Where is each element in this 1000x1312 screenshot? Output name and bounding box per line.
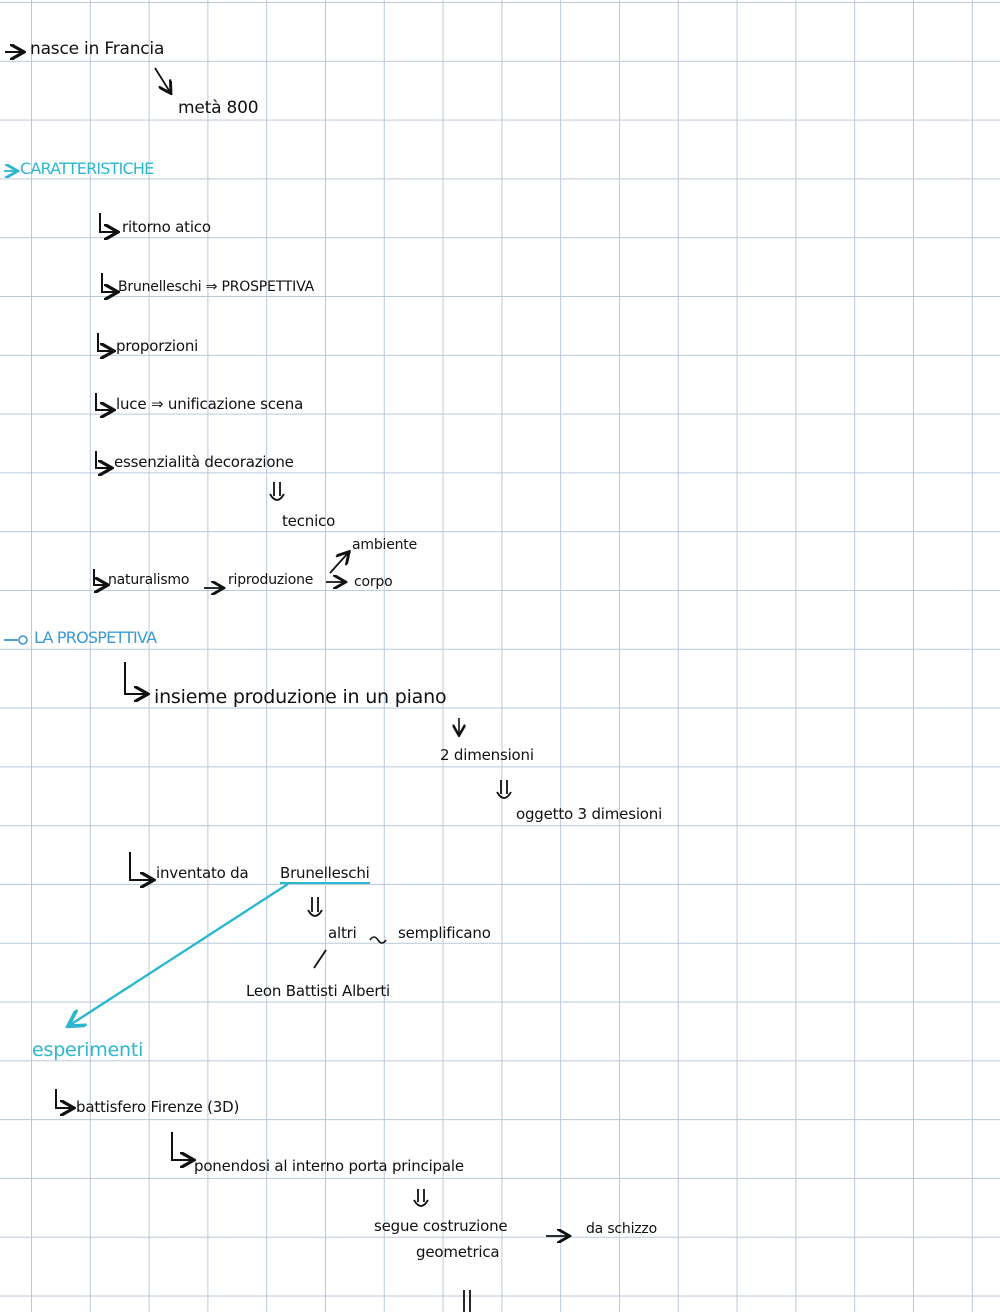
note-altri: altri bbox=[328, 924, 357, 942]
note-brunelleschi-underlined: Brunelleschi bbox=[280, 864, 370, 884]
note-segue-costruzione: segue costruzione bbox=[374, 1217, 508, 1235]
right-arrow-icon bbox=[204, 553, 568, 1236]
note-brunelleschi-prospettiva: Brunelleschi ⇒ PROSPETTIVA bbox=[118, 280, 314, 294]
note-proporzioni: proporzioni bbox=[116, 337, 199, 355]
note-luce-unificazione: luce ⇒ unificazione scena bbox=[116, 397, 303, 412]
note-insieme: insieme produzione in un piano bbox=[154, 686, 447, 708]
heading-caratteristiche: CARATTERISTICHE bbox=[20, 159, 154, 178]
note-essenzialita: essenzialità decorazione bbox=[114, 453, 294, 471]
double-down-arrow-icon bbox=[269, 482, 512, 1312]
heading-la-prospettiva: LA PROSPETTIVA bbox=[34, 628, 157, 647]
implies-arrow-icon: ⇒ bbox=[205, 279, 218, 295]
note-prospettiva-caps: PROSPETTIVA bbox=[221, 279, 315, 295]
note-da-schizzo: da schizzo bbox=[586, 1221, 657, 1237]
note-ritorno: ritorno atico bbox=[122, 218, 211, 236]
note-meta-800: metà 800 bbox=[178, 98, 259, 118]
diagonal-arrow-icon bbox=[154, 67, 170, 92]
note-naturalismo: naturalismo bbox=[108, 572, 190, 588]
note-riproduzione: riproduzione bbox=[228, 572, 314, 588]
note-semplificano: semplificano bbox=[398, 924, 491, 942]
note-luce: luce bbox=[116, 395, 147, 413]
cyan-long-arrow-icon bbox=[70, 882, 289, 1025]
note-geometrica: geometrica bbox=[416, 1243, 500, 1261]
note-brunelleschi: Brunelleschi bbox=[118, 279, 202, 295]
note-ponendosi: ponendosi al interno porta principale bbox=[194, 1157, 464, 1175]
note-corpo: corpo bbox=[354, 574, 393, 590]
note-leon-battisti-alberti: Leon Battisti Alberti bbox=[246, 982, 391, 1000]
note-ambiente: ambiente bbox=[352, 537, 417, 553]
heading-arrow-icon bbox=[4, 635, 28, 645]
note-inventato-da: inventato da bbox=[156, 864, 249, 882]
note-battistero: battisfero Firenze (3D) bbox=[76, 1098, 240, 1116]
note-unificazione: unificazione scena bbox=[167, 395, 304, 413]
note-nasce: nasce in Francia bbox=[30, 39, 165, 59]
note-tecnico: tecnico bbox=[282, 512, 336, 530]
note-oggetto: oggetto 3 dimesioni bbox=[516, 805, 663, 823]
implies-arrow-icon: ⇒ bbox=[150, 395, 164, 413]
heading-esperimenti: esperimenti bbox=[32, 1039, 144, 1061]
note-2-dimensioni: 2 dimensioni bbox=[440, 746, 534, 764]
